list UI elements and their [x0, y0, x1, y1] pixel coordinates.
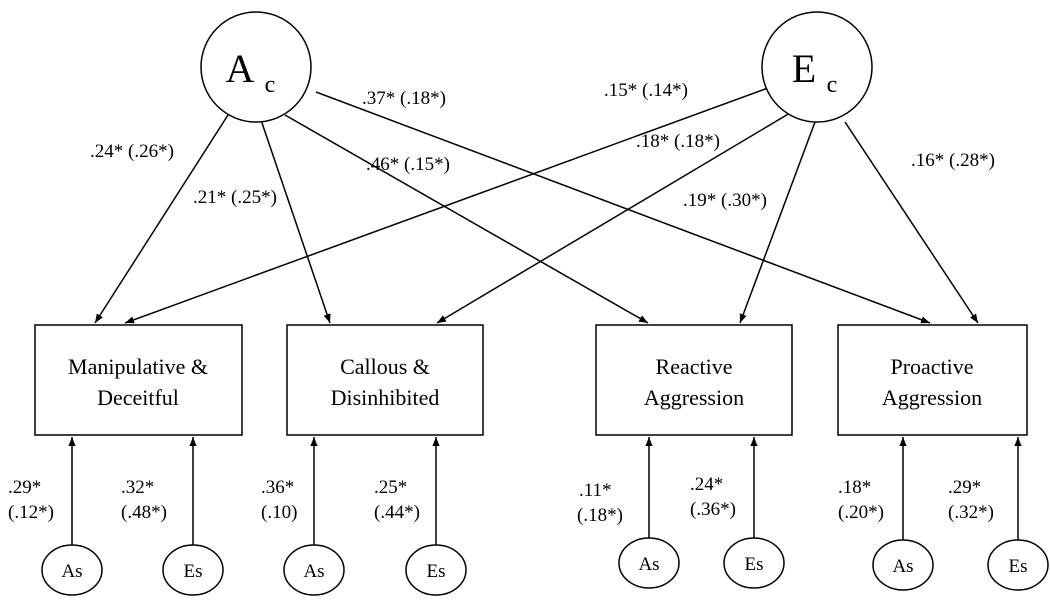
factor-es-proactive: Es — [987, 539, 1049, 591]
coef-ac-reactive: .46* (.15*) — [366, 154, 450, 175]
coef-as-reactive-2: (.18*) — [577, 505, 623, 526]
factor-as-proactive-label: As — [892, 556, 913, 577]
coef-es-manipulative-1: .32* — [121, 477, 154, 498]
factor-as-proactive: As — [872, 539, 934, 591]
coef-es-proactive-2: (.32*) — [948, 502, 994, 523]
coef-es-callous-1: .25* — [374, 477, 407, 498]
coef-as-manipulative-1: .29* — [8, 477, 41, 498]
coef-as-callous-1: .36* — [261, 477, 294, 498]
path-ac-callous — [260, 119, 331, 324]
latent-ec: E c — [761, 11, 873, 123]
factor-as-callous: As — [283, 544, 345, 596]
factor-es-proactive-label: Es — [1009, 556, 1028, 577]
coef-es-proactive-1: .29* — [948, 477, 981, 498]
box-callous-line2: Disinhibited — [331, 385, 440, 410]
coef-ac-manipulative: .24* (.26*) — [90, 141, 174, 162]
latent-ac: A c — [200, 11, 312, 123]
box-reactive-aggression: Reactive Aggression — [595, 324, 793, 436]
coef-as-proactive-1: .18* — [838, 477, 871, 498]
path-ec-manipulative — [124, 87, 769, 324]
latent-ac-label: A — [226, 46, 255, 91]
factor-es-reactive-label: Es — [745, 554, 764, 575]
coef-ec-reactive: .19* (.30*) — [683, 190, 767, 211]
factor-es-callous-label: Es — [427, 561, 446, 582]
coef-as-proactive-2: (.20*) — [838, 502, 884, 523]
coef-ac-callous: .21* (.25*) — [193, 187, 277, 208]
path-ac-proactive — [315, 91, 931, 324]
box-reactive-line2: Aggression — [644, 385, 744, 410]
coef-as-reactive-1: .11* — [579, 480, 612, 501]
box-manipulative-line1: Manipulative & — [68, 354, 208, 379]
box-proactive-line2: Aggression — [882, 385, 982, 410]
path-ec-proactive — [844, 121, 979, 324]
factor-as-manipulative-label: As — [61, 561, 82, 582]
factor-as-reactive-label: As — [638, 554, 659, 575]
latent-ec-label: E — [792, 46, 816, 91]
coef-ec-callous: .18* (.18*) — [636, 131, 720, 152]
factor-es-manipulative-label: Es — [184, 561, 203, 582]
factor-as-manipulative: As — [41, 544, 103, 596]
box-callous-disinhibited: Callous & Disinhibited — [286, 324, 484, 436]
coef-ac-proactive: .37* (.18*) — [362, 88, 446, 109]
factor-es-manipulative: Es — [162, 544, 224, 596]
coef-es-reactive-1: .24* — [690, 474, 723, 495]
factor-as-callous-label: As — [303, 561, 324, 582]
coef-es-manipulative-2: (.48*) — [121, 502, 167, 523]
coef-ec-proactive: .16* (.28*) — [911, 150, 995, 171]
factor-es-reactive: Es — [723, 537, 785, 589]
box-callous-line1: Callous & — [340, 354, 430, 379]
coef-es-reactive-2: (.36*) — [690, 499, 736, 520]
box-manipulative-deceitful: Manipulative & Deceitful — [34, 324, 243, 436]
coef-ec-manipulative: .15* (.14*) — [604, 80, 688, 101]
path-ac-manipulative — [94, 114, 229, 324]
factor-as-reactive: As — [618, 537, 680, 589]
box-proactive-aggression: Proactive Aggression — [837, 324, 1028, 436]
box-proactive-line1: Proactive — [890, 354, 973, 379]
path-ec-reactive — [739, 121, 816, 324]
coef-as-callous-2: (.10) — [261, 502, 297, 523]
latent-ac-subscript: c — [265, 72, 276, 98]
coef-as-manipulative-2: (.12*) — [8, 502, 54, 523]
latent-ec-subscript: c — [827, 72, 838, 98]
path-ec-callous — [436, 112, 791, 324]
factor-es-callous: Es — [405, 544, 467, 596]
box-reactive-line1: Reactive — [656, 354, 733, 379]
coef-es-callous-2: (.44*) — [374, 502, 420, 523]
box-manipulative-line2: Deceitful — [97, 385, 179, 410]
path-ac-reactive — [284, 114, 649, 324]
